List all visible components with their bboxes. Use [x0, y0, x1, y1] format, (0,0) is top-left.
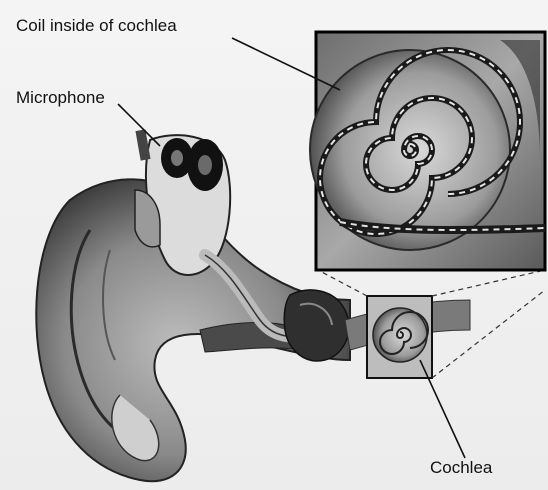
label-coil-inside-cochlea: Coil inside of cochlea — [16, 16, 177, 36]
label-cochlea: Cochlea — [430, 458, 492, 478]
label-microphone: Microphone — [16, 88, 105, 108]
cochlea-inset — [310, 32, 545, 270]
